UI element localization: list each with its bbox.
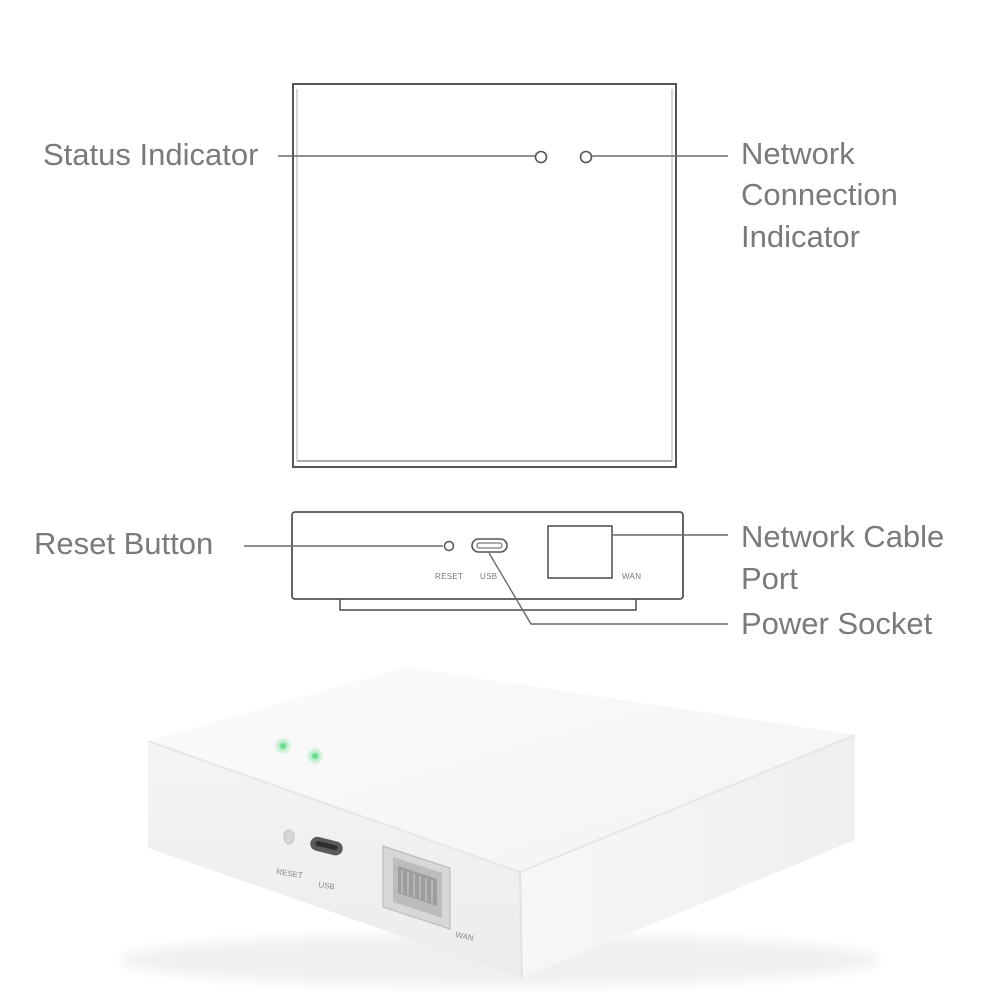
- status-led-icon: [534, 150, 548, 164]
- device-photo: RESET USB WAN: [120, 667, 880, 986]
- photo-usb-label: USB: [318, 880, 336, 891]
- photo-usb-port-icon: [310, 836, 343, 856]
- usb-port-label: USB: [480, 572, 497, 581]
- power-socket-label: Power Socket: [741, 606, 933, 641]
- reset-pinhole-icon: [443, 540, 455, 552]
- device-front-view: RESET USB WAN: [291, 511, 684, 611]
- photo-wan-label: WAN: [455, 930, 475, 943]
- network-connection-indicator-label: Network Connection Indicator: [741, 136, 906, 254]
- photo-ethernet-port-icon: [382, 845, 451, 930]
- network-cable-port-line-1: Network Cable: [741, 519, 944, 554]
- callout-labels: Status Indicator Network Connection Indi…: [34, 136, 953, 641]
- reset-button-label: Reset Button: [34, 526, 213, 561]
- wan-port-label: WAN: [622, 572, 641, 581]
- network-connection-indicator-line-3: Indicator: [741, 219, 860, 254]
- reset-port-label: RESET: [435, 572, 463, 581]
- device-top-view: [292, 83, 677, 468]
- photo-reset-hole-icon: [283, 829, 295, 845]
- usb-port-icon: [471, 538, 508, 553]
- status-indicator-label: Status Indicator: [43, 137, 258, 172]
- network-led-icon: [579, 150, 593, 164]
- device-photo-top: [148, 667, 855, 872]
- network-cable-port-label: Network Cable Port: [741, 519, 953, 596]
- leader-lines: [244, 155, 728, 625]
- network-connection-indicator-line-1: Network: [741, 136, 855, 171]
- ethernet-port-icon: [547, 525, 613, 579]
- network-connection-indicator-line-2: Connection: [741, 177, 898, 212]
- device-photo-side: [520, 735, 855, 978]
- photo-reset-label: RESET: [276, 867, 304, 880]
- power-socket-leader: [488, 552, 728, 625]
- network-cable-port-line-2: Port: [741, 561, 798, 596]
